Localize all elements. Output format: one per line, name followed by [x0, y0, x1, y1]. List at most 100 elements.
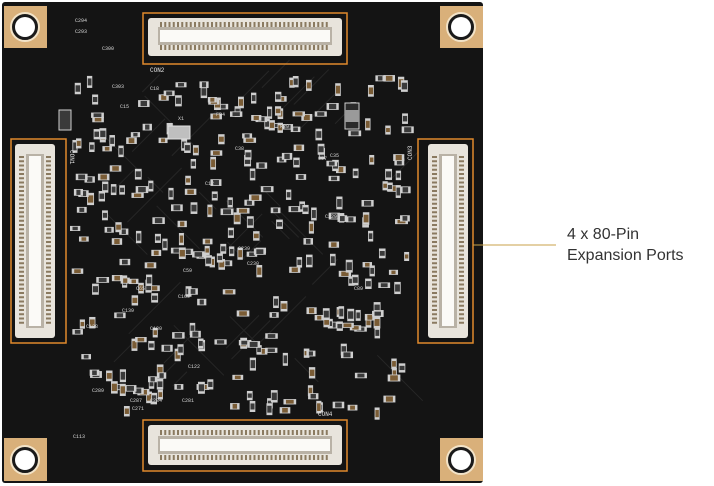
label-con2: CON2 — [150, 67, 165, 74]
smd-part — [302, 204, 309, 215]
silkscreen-label: C284 — [150, 398, 162, 404]
smd-part — [404, 251, 410, 262]
smd-part — [91, 112, 104, 118]
smd-part — [307, 385, 314, 397]
smd-part — [265, 333, 278, 339]
smd-part — [135, 337, 147, 343]
smd-part — [102, 210, 108, 221]
smd-part — [158, 94, 169, 101]
smd-part — [152, 217, 165, 225]
smd-part — [190, 158, 197, 169]
smd-part — [147, 285, 160, 292]
smd-part — [185, 175, 191, 186]
smd-part — [72, 139, 78, 153]
smd-part — [308, 221, 314, 234]
mounting-hole-bottom-left — [4, 438, 47, 481]
smd-part — [314, 314, 324, 321]
smd-part — [385, 168, 393, 180]
silkscreen-label: C271 — [132, 406, 144, 412]
smd-part — [132, 387, 144, 395]
smd-part — [301, 113, 313, 121]
smd-part — [268, 120, 275, 131]
smd-part — [120, 277, 130, 284]
smd-part — [102, 146, 112, 152]
silkscreen-label: C303 — [112, 84, 124, 90]
smd-part — [266, 403, 273, 416]
smd-part — [354, 372, 367, 379]
smd-part — [151, 293, 159, 303]
smd-part — [293, 157, 300, 168]
silkscreen-label: C169 — [178, 294, 190, 300]
smd-part — [365, 118, 371, 131]
smd-part — [200, 85, 208, 99]
smd-part — [106, 370, 113, 382]
mounting-hole-top-left — [4, 6, 47, 48]
smd-part — [199, 81, 209, 89]
smd-part — [119, 185, 125, 195]
smd-part — [170, 204, 183, 212]
smd-part — [138, 282, 144, 294]
smd-part — [362, 212, 370, 225]
smd-part — [131, 338, 138, 351]
smd-part — [156, 364, 164, 376]
smd-part — [378, 282, 391, 288]
smd-part — [230, 403, 240, 410]
smd-part — [232, 374, 244, 380]
silkscreen-label: C38 — [235, 146, 244, 152]
smd-part — [220, 208, 234, 216]
smd-part — [391, 358, 397, 370]
smd-part — [386, 182, 393, 192]
mounting-hole-bottom-right — [440, 438, 483, 481]
smd-part — [289, 77, 295, 88]
smd-part — [158, 137, 168, 144]
smd-part — [285, 189, 292, 200]
smd-part — [383, 75, 395, 82]
smd-part — [266, 106, 273, 119]
smd-part — [211, 191, 218, 201]
mounting-hole-top-right — [440, 6, 483, 48]
smd-part — [315, 128, 323, 141]
smd-part — [216, 253, 223, 263]
smd-part — [227, 227, 234, 238]
smd-part — [374, 327, 381, 339]
smd-part — [111, 275, 123, 282]
smd-part — [87, 192, 95, 206]
smd-part — [247, 341, 261, 348]
smd-part — [244, 199, 255, 206]
smd-part — [129, 278, 139, 285]
silkscreen-label: C35 — [330, 153, 339, 159]
smd-part — [109, 135, 115, 147]
smd-part — [217, 103, 229, 110]
smd-part — [351, 274, 359, 286]
smd-part — [168, 187, 174, 200]
smd-part — [274, 106, 282, 116]
smd-part — [130, 132, 141, 138]
smd-part — [369, 265, 375, 277]
smd-part — [328, 241, 340, 248]
silkscreen-label: C287 — [130, 398, 142, 404]
smd-part — [244, 149, 252, 160]
smd-part — [233, 212, 241, 225]
smd-part — [336, 321, 343, 331]
smd-part — [172, 332, 185, 339]
silkscreen-label: C15 — [120, 104, 129, 110]
smd-part — [293, 144, 305, 152]
smd-part — [398, 363, 406, 373]
smd-part — [317, 143, 325, 155]
smd-part — [93, 129, 100, 140]
smd-part — [275, 91, 282, 102]
smd-part — [118, 145, 124, 158]
smd-part — [124, 385, 137, 392]
smd-part — [148, 379, 155, 389]
smd-part — [383, 395, 396, 403]
smd-part — [347, 404, 358, 411]
smd-part — [177, 344, 184, 356]
smd-part — [345, 259, 353, 273]
smd-part — [192, 251, 205, 258]
smd-part — [243, 137, 257, 143]
silkscreen-label: X1 — [178, 116, 184, 122]
smd-part — [395, 185, 401, 198]
smd-part — [276, 219, 283, 229]
smd-part — [92, 116, 104, 123]
smd-part — [362, 262, 373, 268]
